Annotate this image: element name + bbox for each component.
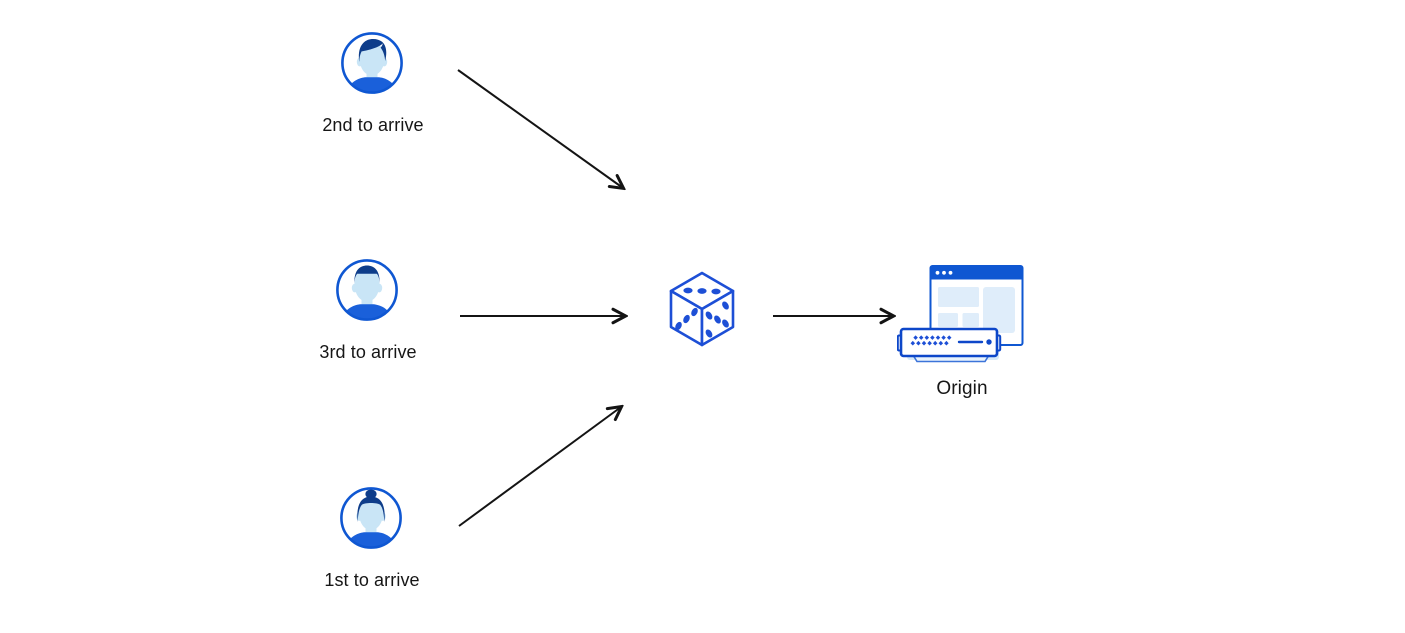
man-short-hair-avatar-icon (336, 259, 398, 321)
woman-bun-hair-avatar-icon (340, 487, 402, 549)
dice-icon (669, 271, 735, 347)
server-indicator-dot (986, 339, 992, 345)
browser-titlebar (930, 266, 1023, 280)
browser-window-icon (929, 265, 1024, 346)
server-icon (896, 327, 1002, 363)
user-label-2nd-to-arrive: 2nd to arrive (322, 115, 424, 135)
dice-pips (675, 287, 729, 338)
origin-server-browser-icon (896, 265, 1024, 363)
user-label-3rd-to-arrive: 3rd to arrive (319, 342, 417, 362)
hair-swept (358, 39, 387, 62)
face (359, 499, 383, 530)
origin-label: Origin (936, 378, 988, 399)
user-node-1st-to-arrive (339, 486, 403, 550)
arrow-1st-to-dice (458, 407, 621, 527)
server-body (899, 327, 999, 358)
man-swept-hair-avatar-icon (341, 32, 403, 94)
face (354, 268, 380, 302)
hair-side-swept (357, 496, 385, 522)
browser-window-dots (935, 270, 953, 275)
face (359, 43, 385, 76)
user-node-3rd-to-arrive (335, 258, 399, 322)
hair-short (354, 265, 380, 283)
arrow-2nd-to-dice (457, 69, 623, 188)
hair-bun (365, 489, 377, 499)
user-label-1st-to-arrive: 1st to arrive (324, 570, 420, 590)
user-node-2nd-to-arrive (340, 31, 404, 95)
origin-node (896, 263, 1027, 363)
dice-node (668, 270, 736, 348)
browser-content-blocks (938, 287, 1015, 333)
